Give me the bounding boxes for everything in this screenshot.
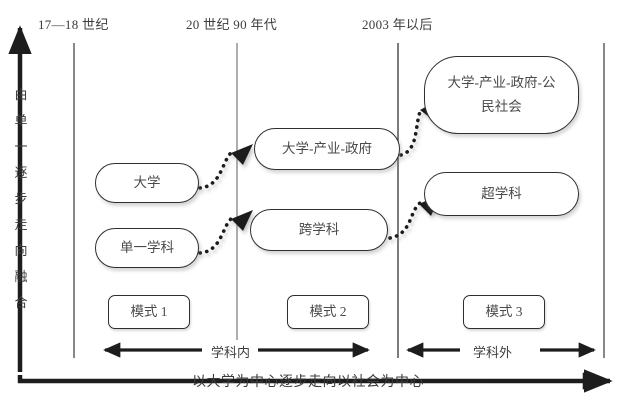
vertical-axis-char-8: 融 bbox=[14, 269, 28, 284]
node-interdisciplinary[interactable]: 跨学科 bbox=[250, 209, 388, 251]
node-triple-helix[interactable]: 大学-产业-政府 bbox=[254, 128, 400, 170]
node-transdisciplinary[interactable]: 超学科 bbox=[424, 172, 579, 216]
vertical-axis-char-7: 向 bbox=[14, 243, 28, 258]
vertical-axis-char-2: 单 bbox=[14, 113, 28, 128]
vertical-axis-char-9: 合 bbox=[14, 295, 28, 310]
vertical-axis-label: 由 单 一 逐 步 走 向 融 合 bbox=[10, 82, 32, 316]
node-quadruple-helix[interactable]: 大学-产业-政府-公民社会 bbox=[424, 56, 579, 134]
node-mode-3[interactable]: 模式 3 bbox=[463, 295, 545, 329]
era-label-2: 20 世纪 90 年代 bbox=[186, 17, 278, 32]
vertical-axis-char-4: 逐 bbox=[14, 165, 28, 180]
node-university[interactable]: 大学 bbox=[95, 163, 199, 203]
node-single-discipline[interactable]: 单一学科 bbox=[95, 228, 199, 268]
horizontal-axis bbox=[17, 369, 613, 393]
phase-label-within-discipline: 学科内 bbox=[211, 345, 251, 360]
era-label-3: 2003 年以后 bbox=[362, 17, 433, 32]
phase-label-outside-discipline: 学科外 bbox=[473, 345, 513, 360]
vertical-axis-char-6: 走 bbox=[14, 217, 28, 232]
vertical-axis-char-1: 由 bbox=[14, 87, 28, 102]
node-mode-2[interactable]: 模式 2 bbox=[287, 295, 369, 329]
bottom-axis-label: 以大学为中心逐步走向以社会为中心 bbox=[192, 375, 424, 390]
node-mode-1[interactable]: 模式 1 bbox=[108, 295, 190, 329]
vertical-axis-char-3: 一 bbox=[14, 139, 28, 154]
vertical-axis-char-5: 步 bbox=[14, 191, 28, 206]
era-label-1: 17—18 世纪 bbox=[38, 17, 109, 32]
era-dividers bbox=[73, 43, 605, 358]
